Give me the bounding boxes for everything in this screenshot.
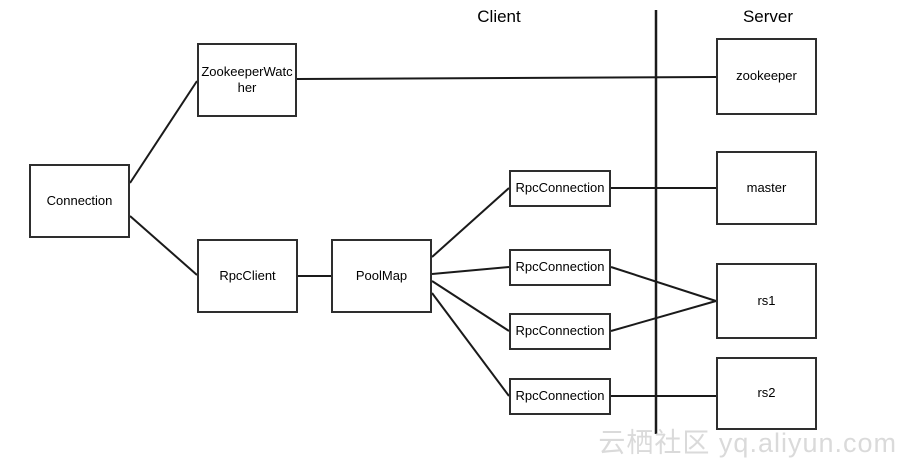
node-connection: Connection [29, 164, 130, 238]
node-rs1: rs1 [716, 263, 817, 339]
node-pool-map-label: PoolMap [355, 267, 408, 283]
node-rpc-client: RpcClient [197, 239, 298, 313]
site-watermark: 云栖社区 yq.aliyun.com [598, 428, 897, 458]
edge-poolmap-rpcconnection1 [431, 187, 510, 258]
client-section-label: Client [477, 7, 521, 26]
node-rpc-connection-2-label: RpcConnection [515, 259, 605, 275]
node-master: master [716, 151, 817, 225]
node-rpc-connection-4-label: RpcConnection [515, 388, 605, 404]
edge-zookeeperwatcher-zookeeper [296, 76, 717, 80]
node-pool-map: PoolMap [331, 239, 432, 313]
node-rpc-connection-3-label: RpcConnection [515, 323, 605, 339]
node-rs2: rs2 [716, 357, 817, 430]
node-rpc-connection-3: RpcConnection [509, 313, 611, 350]
edge-connection-zookeeperwatcher [129, 80, 198, 184]
node-rpc-connection-2: RpcConnection [509, 249, 611, 286]
edge-rpcconnection2-rs1 [610, 266, 717, 302]
edge-poolmap-rpcconnection2 [431, 266, 510, 275]
edge-connection-rpcclient [129, 215, 198, 276]
node-zookeeper-watcher-label: ZookeeperWatcher [201, 63, 293, 95]
edge-poolmap-rpcconnection4 [431, 292, 510, 397]
node-rs2-label: rs2 [757, 385, 776, 401]
edge-poolmap-rpcconnection3 [431, 280, 510, 332]
edge-rpcconnection3-rs1 [610, 300, 717, 332]
node-rpc-connection-1: RpcConnection [509, 170, 611, 207]
node-zookeeper-watcher: ZookeeperWatcher [197, 43, 297, 117]
node-connection-label: Connection [46, 192, 113, 208]
server-section-label: Server [742, 7, 794, 26]
node-zookeeper-label: zookeeper [736, 68, 797, 84]
node-master-label: master [746, 179, 787, 195]
node-rpc-connection-4: RpcConnection [509, 378, 611, 415]
node-rpc-client-label: RpcClient [219, 267, 276, 283]
node-zookeeper: zookeeper [716, 38, 817, 115]
node-rs1-label: rs1 [757, 292, 776, 308]
node-rpc-connection-1-label: RpcConnection [515, 180, 605, 196]
